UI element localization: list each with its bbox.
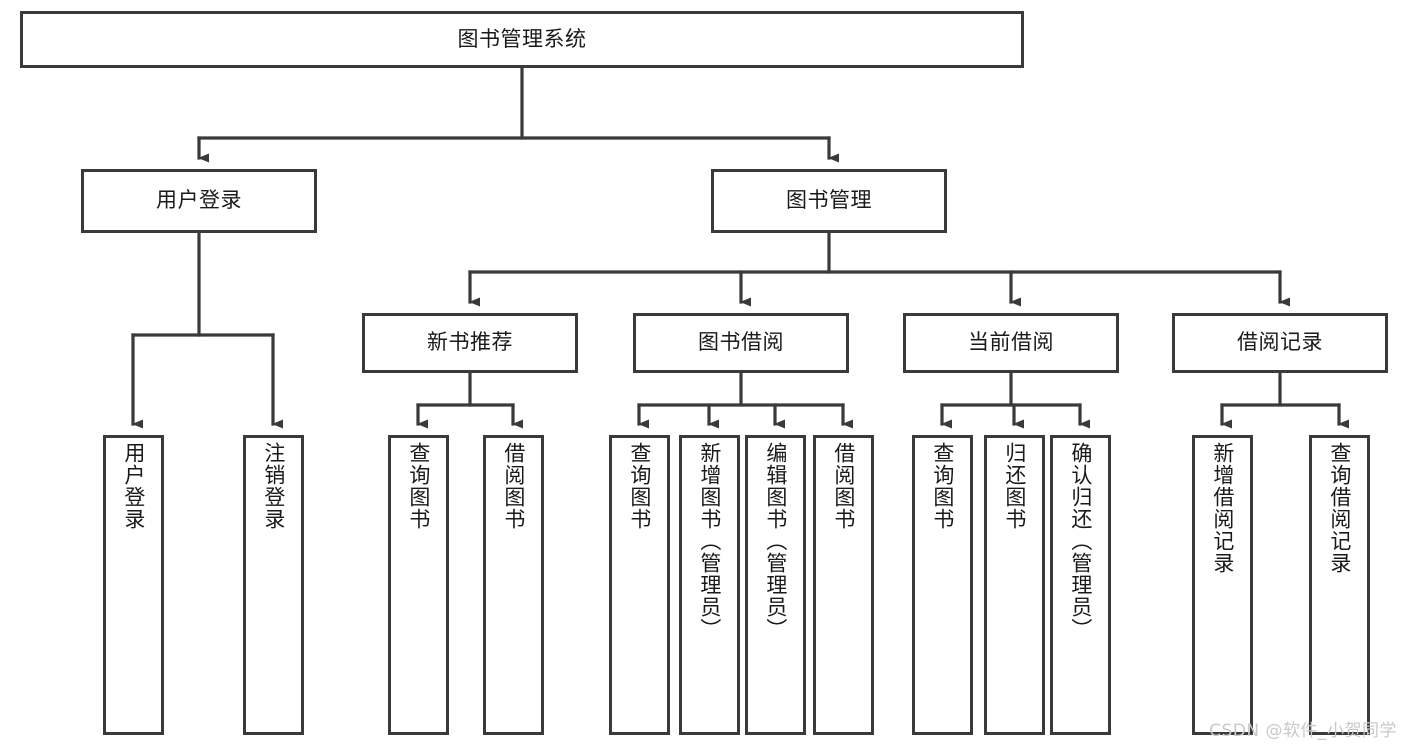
node-confirm-return-admin-label: 确认归还（管理员） (1068, 442, 1093, 640)
node-book-borrow-label: 图书借阅 (698, 330, 784, 355)
node-add-book-admin-label: 新增图书（管理员） (697, 442, 722, 640)
node-user-login-do-label: 用户登录 (121, 442, 146, 530)
node-borrow-record[interactable]: 借阅记录 (1172, 313, 1388, 373)
node-query-book-2[interactable]: 查询图书 (609, 435, 670, 735)
node-borrow-book-1[interactable]: 借阅图书 (483, 435, 544, 735)
node-user-login-label: 用户登录 (156, 188, 242, 213)
node-borrow-book-2[interactable]: 借阅图书 (813, 435, 874, 735)
node-return-book[interactable]: 归还图书 (984, 435, 1045, 735)
node-query-book-1[interactable]: 查询图书 (388, 435, 449, 735)
node-root-label: 图书管理系统 (457, 26, 587, 51)
node-borrow-book-2-label: 借阅图书 (831, 442, 856, 530)
node-borrow-record-label: 借阅记录 (1237, 330, 1323, 355)
node-edit-book-admin-label: 编辑图书（管理员） (763, 442, 788, 640)
node-new-book-recommend-label: 新书推荐 (427, 330, 513, 355)
node-query-book-3[interactable]: 查询图书 (912, 435, 973, 735)
node-user-login[interactable]: 用户登录 (81, 169, 317, 233)
node-user-login-do[interactable]: 用户登录 (103, 435, 164, 735)
node-query-book-3-label: 查询图书 (930, 442, 955, 530)
node-book-manage-label: 图书管理 (786, 188, 872, 213)
node-query-borrow-record[interactable]: 查询借阅记录 (1309, 435, 1370, 735)
node-user-logout[interactable]: 注销登录 (243, 435, 304, 735)
node-book-manage[interactable]: 图书管理 (711, 169, 947, 233)
node-add-borrow-record-label: 新增借阅记录 (1210, 442, 1235, 574)
node-user-logout-label: 注销登录 (261, 442, 286, 530)
csdn-watermark: CSDN @软件_小贺同学 (1209, 721, 1397, 741)
node-edit-book-admin[interactable]: 编辑图书（管理员） (745, 435, 806, 735)
node-book-borrow[interactable]: 图书借阅 (633, 313, 849, 373)
node-query-borrow-record-label: 查询借阅记录 (1327, 442, 1352, 574)
node-current-borrow-label: 当前借阅 (968, 330, 1054, 355)
node-borrow-book-1-label: 借阅图书 (501, 442, 526, 530)
node-root[interactable]: 图书管理系统 (20, 11, 1024, 68)
node-current-borrow[interactable]: 当前借阅 (903, 313, 1119, 373)
node-new-book-recommend[interactable]: 新书推荐 (362, 313, 578, 373)
node-confirm-return-admin[interactable]: 确认归还（管理员） (1050, 435, 1111, 735)
node-return-book-label: 归还图书 (1002, 442, 1027, 530)
node-add-book-admin[interactable]: 新增图书（管理员） (679, 435, 740, 735)
node-add-borrow-record[interactable]: 新增借阅记录 (1192, 435, 1253, 735)
node-query-book-1-label: 查询图书 (406, 442, 431, 530)
node-query-book-2-label: 查询图书 (627, 442, 652, 530)
